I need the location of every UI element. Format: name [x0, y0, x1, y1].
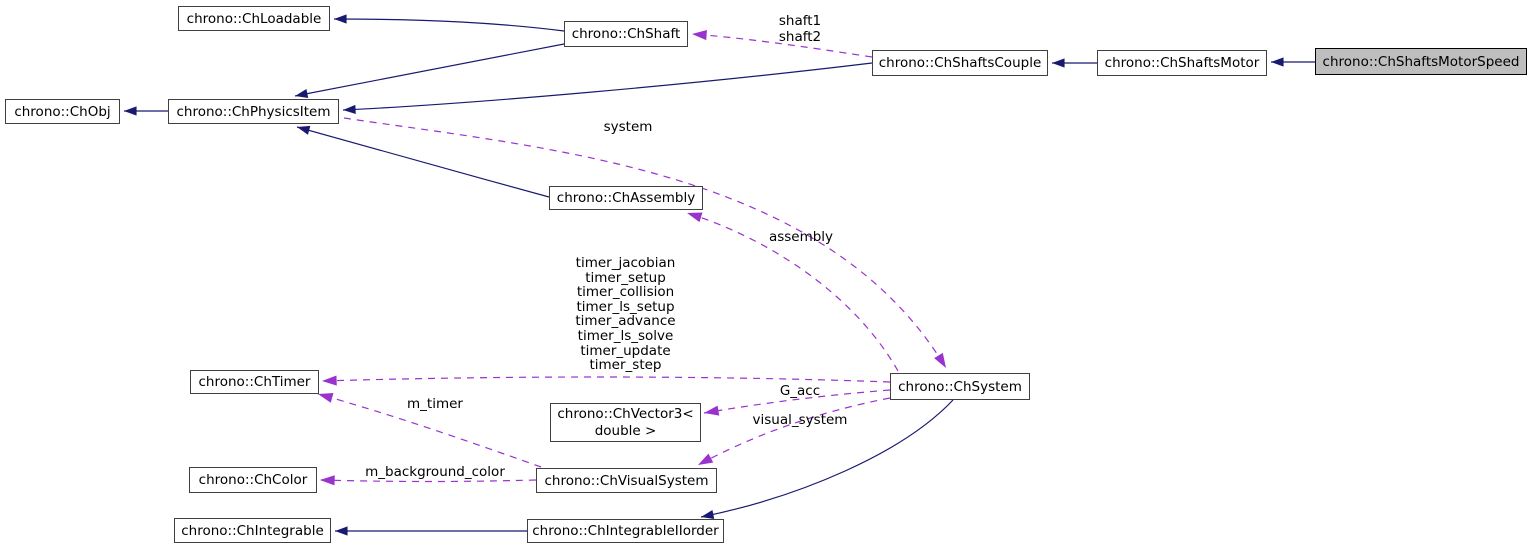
edge-label-system: system	[603, 119, 653, 135]
node-chcolor[interactable]: chrono::ChColor	[189, 467, 317, 493]
node-chvisualsystem[interactable]: chrono::ChVisualSystem	[536, 468, 717, 493]
edge-usage-shaft1-shaft2	[691, 30, 873, 58]
edge-label-m-background-color: m_background_color	[365, 464, 505, 480]
edge-inheritance-chshaft-chphysicsitem	[294, 43, 565, 99]
node-chshaftscouple[interactable]: chrono::ChShaftsCouple	[872, 50, 1048, 76]
edge-usage-assembly	[686, 212, 899, 372]
edge-usage-m-background-color	[319, 475, 537, 486]
edge-inheritance-chassembly-chphysicsitem	[296, 125, 550, 198]
node-chphysicsitem[interactable]: chrono::ChPhysicsItem	[168, 99, 339, 124]
edge-label-visual-system: visual_system	[752, 412, 848, 428]
edge-usage-g-acc	[703, 389, 891, 416]
edge-usage-timers	[321, 375, 891, 386]
node-chobj[interactable]: chrono::ChObj	[5, 99, 120, 124]
edge-inheritance-chshaft-chloadable	[333, 14, 565, 32]
node-chloadable[interactable]: chrono::ChLoadable	[178, 6, 330, 31]
node-chtimer[interactable]: chrono::ChTimer	[190, 370, 319, 394]
node-chshaft[interactable]: chrono::ChShaft	[564, 21, 688, 47]
edge-label-g-acc: G_acc	[779, 383, 821, 399]
node-chintegrable[interactable]: chrono::ChIntegrable	[174, 518, 331, 543]
edge-label-assembly: assembly	[768, 229, 834, 245]
edge-inheritance-chshaftscouple-chphysicsitem	[342, 62, 873, 114]
edge-usage-system	[343, 117, 947, 369]
node-chassembly[interactable]: chrono::ChAssembly	[549, 186, 703, 210]
node-chintegrableiiorder[interactable]: chrono::ChIntegrableIIorder	[527, 519, 724, 543]
node-chshaftsmotorspeed-current: chrono::ChShaftsMotorSpeed	[1315, 48, 1527, 75]
node-chshaftsmotor[interactable]: chrono::ChShaftsMotor	[1097, 50, 1267, 76]
node-chvector3-label: chrono::ChVector3<double >	[557, 405, 694, 439]
edge-inheritance-chsystem-chintegrableiiorder	[700, 399, 954, 519]
node-chvector3[interactable]: chrono::ChVector3<double >	[550, 403, 701, 442]
node-chsystem[interactable]: chrono::ChSystem	[890, 373, 1030, 400]
edge-usage-m-timer	[317, 393, 542, 468]
edge-usage-visual-system	[697, 397, 891, 466]
edge-label-m-timer: m_timer	[407, 396, 463, 412]
edge-label-timers: timer_jacobian timer_setup timer_collisi…	[575, 255, 676, 374]
